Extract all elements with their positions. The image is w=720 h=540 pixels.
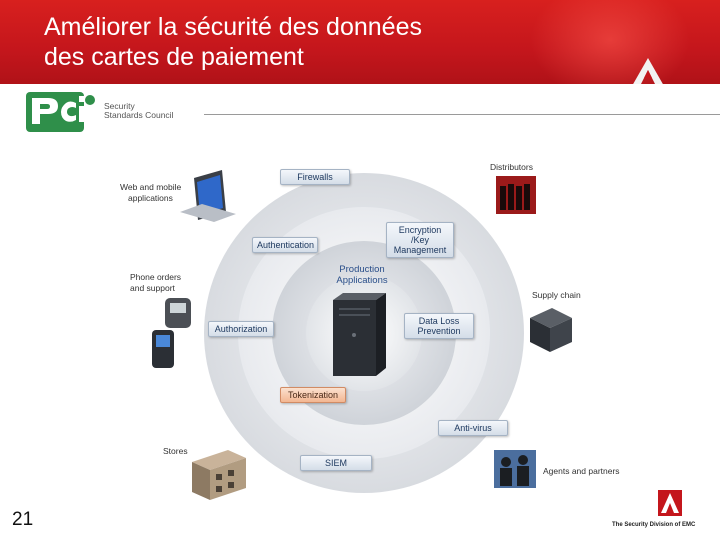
company-tagline: The Security Division of EMC [612, 522, 696, 528]
stores-label: Stores [163, 446, 188, 456]
anti-virus-label: Anti-virus [454, 423, 492, 433]
dlp-label-line-2: Prevention [417, 326, 461, 336]
distributors-icon [496, 176, 536, 214]
center-label-line-2: Applications [336, 275, 388, 286]
phone-icons [152, 298, 191, 368]
production-applications-label: Production Applications [322, 264, 402, 286]
banner-glow [530, 0, 690, 84]
center-label-line-1: Production [339, 264, 385, 275]
phone-label-line-2: and support [130, 283, 175, 293]
pci-logo-icon [26, 92, 95, 132]
page-title: Améliorer la sécurité des données des ca… [44, 12, 644, 72]
data-loss-prevention-box: Data Loss Prevention [404, 313, 474, 339]
page-number: 21 [12, 509, 34, 530]
encryption-label-line-2: Management [393, 245, 447, 255]
pci-org-line-1: Security [104, 101, 135, 111]
encryption-key-management-box: Encryption /Key Management [386, 222, 454, 258]
web-label-line-2: applications [128, 193, 173, 203]
emc-adobe-logo-icon [658, 490, 682, 516]
tokenization-label: Tokenization [287, 390, 339, 400]
phone-orders-label: Phone orders and support [130, 272, 181, 294]
authentication-label: Authentication [257, 240, 315, 250]
store-icon [192, 450, 246, 500]
header-divider [204, 114, 720, 115]
agents-partners-label: Agents and partners [543, 466, 620, 476]
web-mobile-label: Web and mobile applications [120, 182, 181, 204]
title-line-1: Améliorer la sécurité des données [44, 13, 422, 41]
web-label-line-1: Web and mobile [120, 182, 182, 192]
authorization-label: Authorization [214, 324, 268, 334]
laptop-icon [180, 170, 236, 222]
encryption-label-line-1: Encryption /Key [398, 225, 442, 245]
phone-label-line-1: Phone orders [130, 272, 182, 282]
header-banner: Améliorer la sécurité des données des ca… [0, 0, 720, 84]
pci-org-line-2: Standards Council [104, 110, 174, 120]
pci-org-name: Security Standards Council [104, 102, 173, 120]
siem-box: SIEM [300, 455, 372, 471]
supply-chain-icon [530, 308, 572, 352]
agents-icon [494, 450, 536, 488]
tokenization-box: Tokenization [280, 387, 346, 403]
supply-chain-label: Supply chain [532, 290, 581, 300]
adobe-logo-icon [633, 58, 663, 84]
distributors-label: Distributors [490, 162, 533, 172]
firewalls-label: Firewalls [297, 172, 333, 182]
dlp-label-line-1: Data Loss [418, 316, 460, 326]
siem-label: SIEM [324, 458, 347, 468]
authentication-box: Authentication [252, 237, 318, 253]
anti-virus-box: Anti-virus [438, 420, 508, 436]
server-icon [333, 293, 386, 376]
title-line-2: des cartes de paiement [44, 43, 304, 71]
authorization-box: Authorization [208, 321, 274, 337]
firewalls-box: Firewalls [280, 169, 350, 185]
